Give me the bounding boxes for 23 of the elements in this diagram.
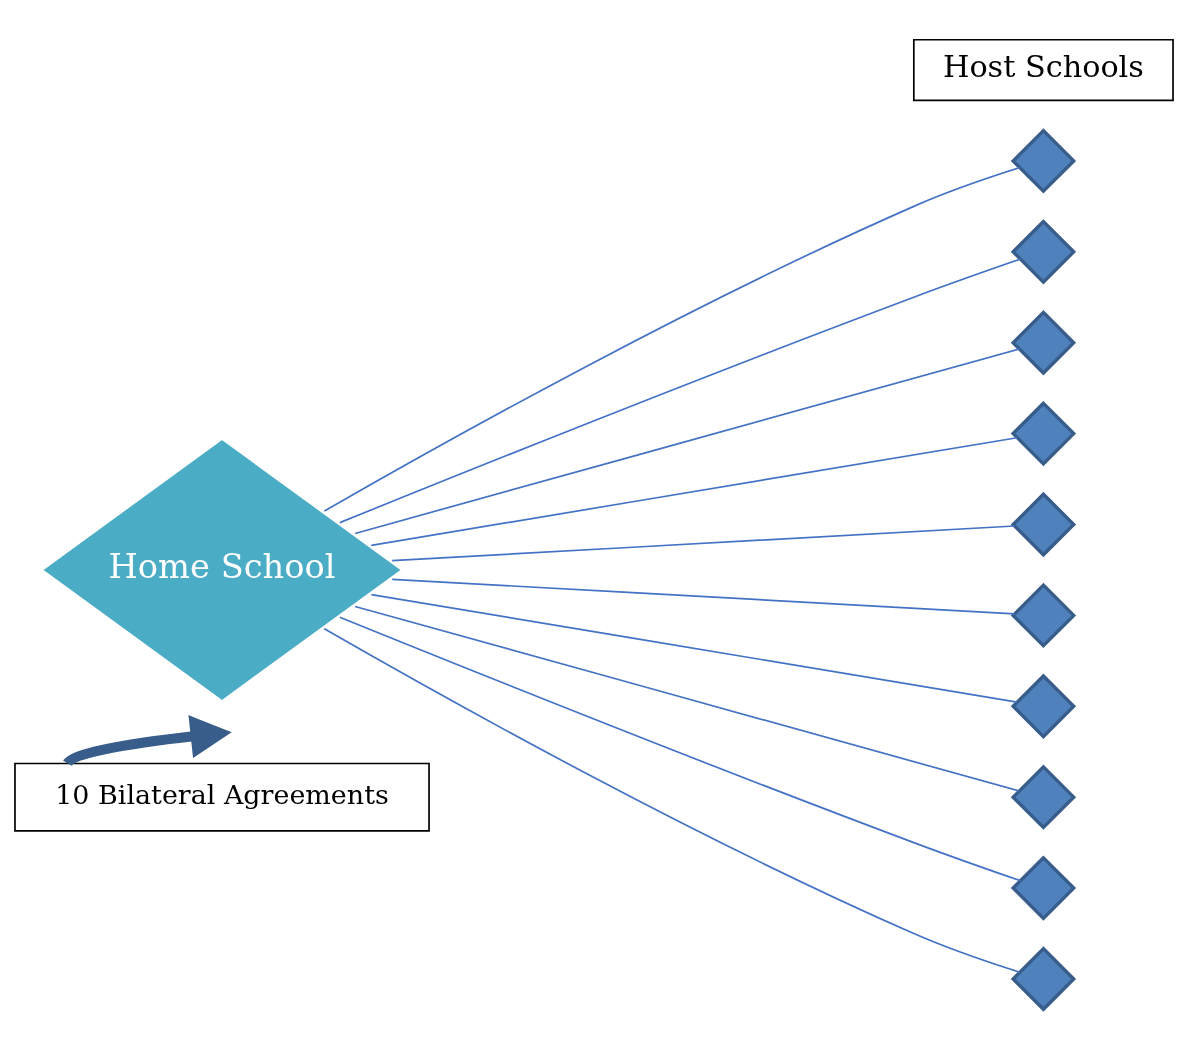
connector — [323, 166, 1021, 512]
node-diamond — [1010, 945, 1077, 1012]
node-diamond — [1010, 491, 1077, 557]
connector — [354, 347, 1021, 534]
connector — [370, 593, 1018, 703]
node-diamond — [1010, 309, 1077, 375]
node-diamond — [1010, 764, 1077, 830]
node-diamond — [1010, 582, 1077, 648]
connector — [391, 524, 1016, 561]
node-box: 10 Bilateral Agreements — [14, 762, 430, 832]
connector — [354, 605, 1021, 792]
node-diamond — [1010, 673, 1077, 739]
connector — [339, 615, 1022, 882]
node-diamond — [1010, 854, 1077, 921]
connector — [391, 577, 1016, 615]
connector — [370, 436, 1018, 546]
arrow — [63, 714, 232, 767]
node-diamond — [1010, 400, 1077, 466]
node-diamond — [1010, 127, 1077, 194]
connector — [339, 257, 1022, 523]
connector — [323, 627, 1021, 973]
node-diamond — [1010, 218, 1077, 284]
node-box: Host Schools — [912, 38, 1174, 101]
